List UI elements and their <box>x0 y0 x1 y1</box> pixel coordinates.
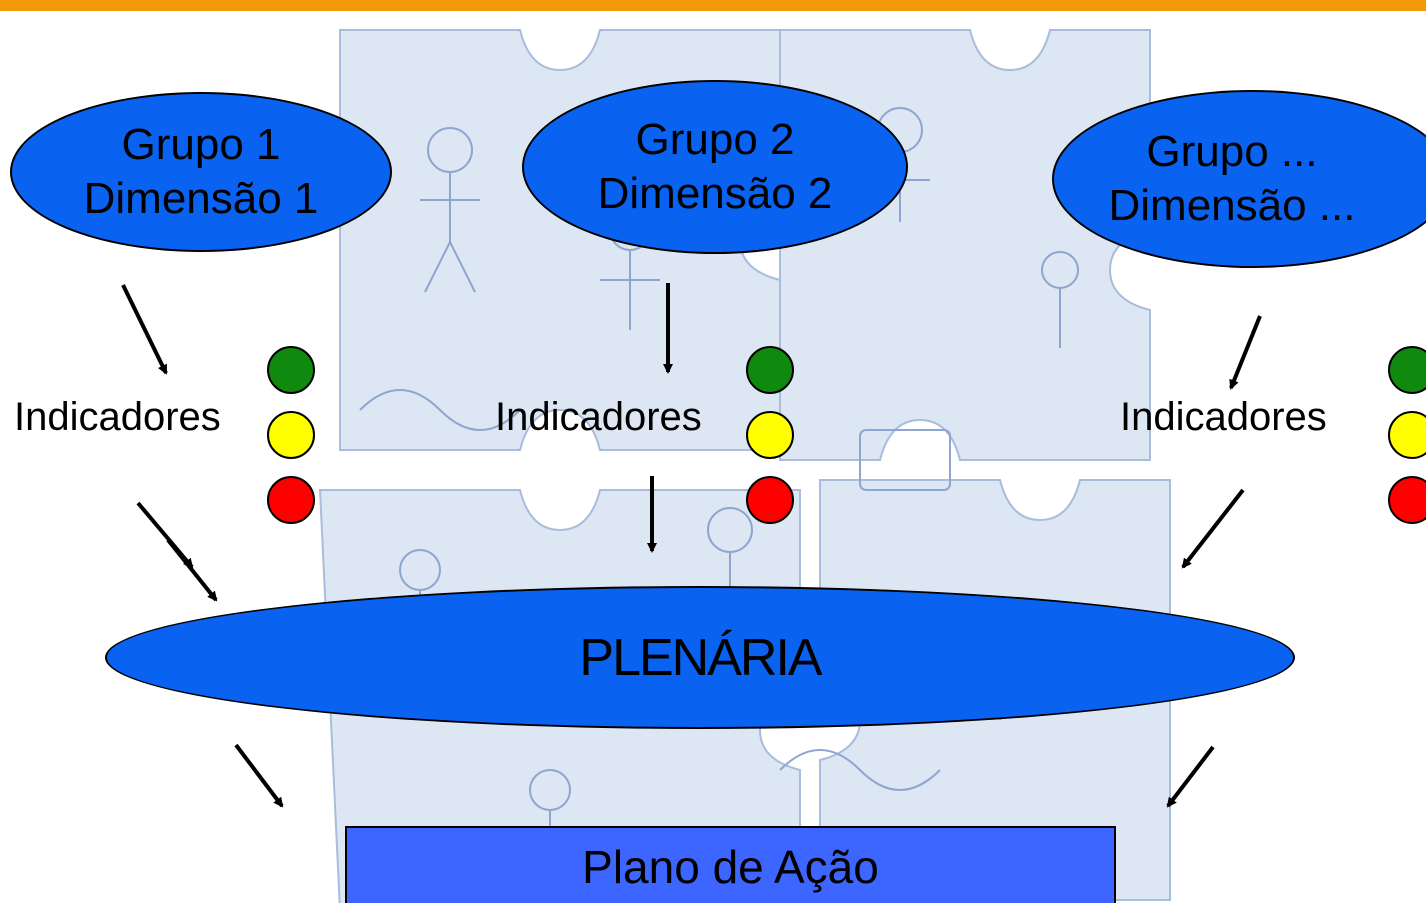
green-status-dot <box>267 346 315 394</box>
arrow-plenaria-to-plano-right <box>1166 745 1215 808</box>
red-status-dot <box>746 476 794 524</box>
indicators-label-3: Indicadores <box>1120 395 1327 439</box>
green-status-dot <box>746 346 794 394</box>
group-1-dimension: Dimensão 1 <box>83 174 319 223</box>
indicators-label-1: Indicadores <box>14 395 221 439</box>
arrow-group3-to-indicators <box>1229 315 1262 390</box>
group-3-title: Grupo ... <box>1146 127 1318 176</box>
group-2-dimension: Dimensão 2 <box>597 169 833 218</box>
arrow-group1-to-indicators <box>121 284 168 375</box>
plano-de-acao-label: Plano de Ação <box>582 841 879 893</box>
group-1-ellipse: Grupo 1 Dimensão 1 <box>10 92 392 252</box>
group-3-ellipse: Grupo ... Dimensão ... <box>1052 90 1426 268</box>
yellow-status-dot <box>746 411 794 459</box>
group-1-title: Grupo 1 <box>121 120 281 169</box>
arrow-indicators1-to-plenaria-2 <box>166 538 218 602</box>
group-2-title: Grupo 2 <box>635 115 795 164</box>
group-3-dimension: Dimensão ... <box>1108 181 1356 230</box>
red-status-dot <box>267 476 315 524</box>
red-status-dot <box>1388 476 1426 524</box>
plenaria-label: PLENÁRIA <box>579 628 822 687</box>
plano-de-acao-box: Plano de Ação <box>345 826 1116 903</box>
arrow-indicators3-to-plenaria <box>1181 488 1245 569</box>
top-accent-bar <box>0 0 1426 11</box>
yellow-status-dot <box>1388 411 1426 459</box>
plenaria-ellipse: PLENÁRIA <box>105 586 1295 729</box>
group-2-ellipse: Grupo 2 Dimensão 2 <box>522 80 908 254</box>
indicators-label-2: Indicadores <box>495 395 702 439</box>
arrow-plenaria-to-plano-left <box>234 743 284 808</box>
green-status-dot <box>1388 346 1426 394</box>
yellow-status-dot <box>267 411 315 459</box>
